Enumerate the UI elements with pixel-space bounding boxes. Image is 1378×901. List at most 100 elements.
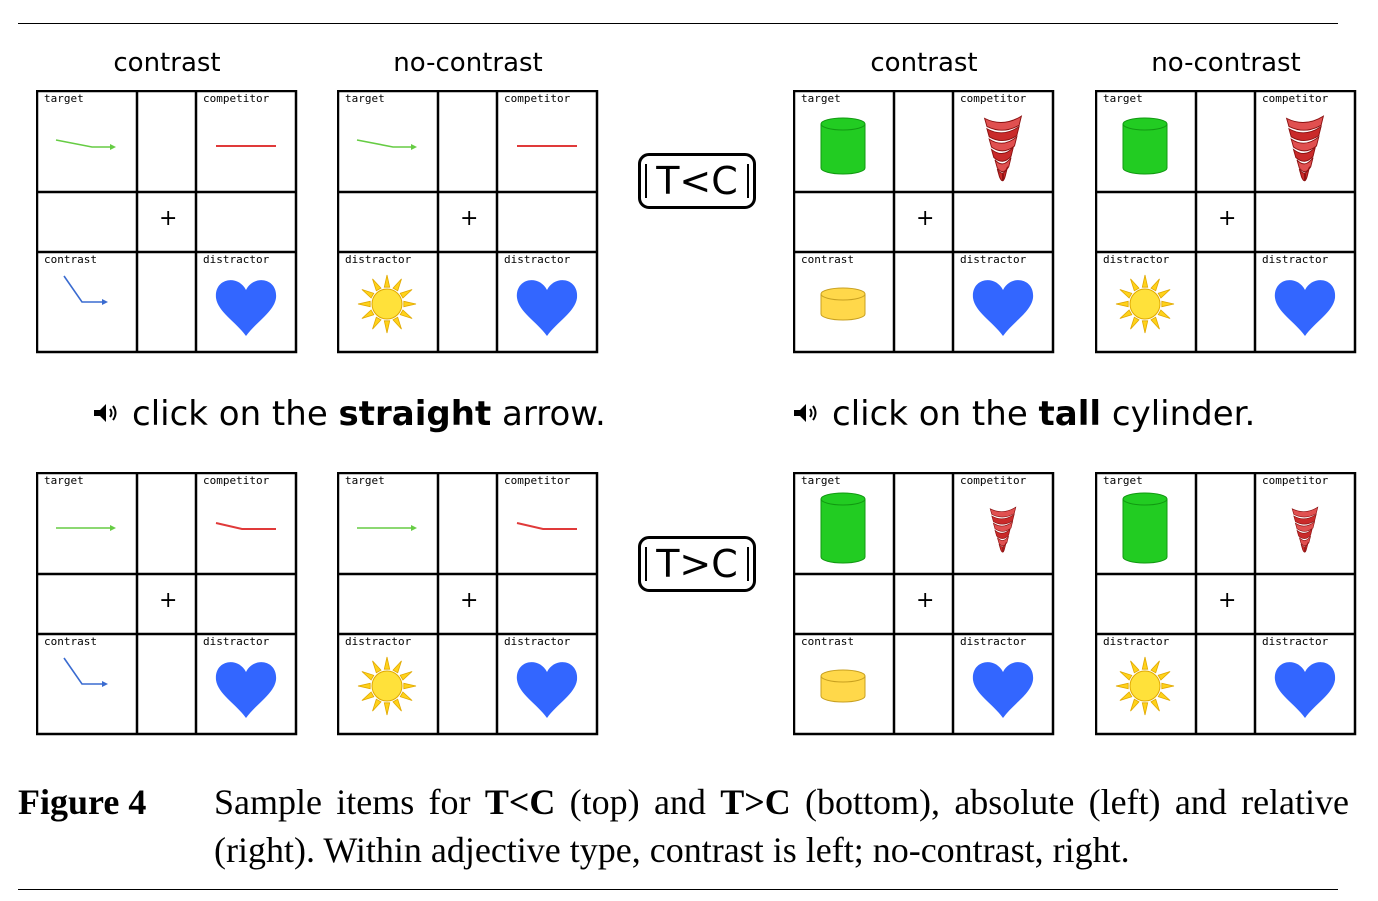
cell-label-target: target: [345, 474, 385, 487]
cell-label-distractor: distractor: [1103, 635, 1170, 648]
yellow-cylinder-icon[interactable]: [820, 287, 866, 321]
green-cylinder-icon[interactable]: [1122, 117, 1168, 175]
caption-text: Sample items for T<C (top) and T>C (bott…: [214, 778, 1349, 874]
caption-part: (top) and: [569, 782, 706, 822]
cell-label-competitor: competitor: [960, 474, 1027, 487]
green-cylinder-icon[interactable]: [820, 492, 866, 564]
blue-heart-icon[interactable]: [516, 280, 578, 336]
cell-label-target: target: [1103, 92, 1143, 105]
cell-label-distractor: distractor: [203, 635, 270, 648]
cell-label-competitor: competitor: [203, 92, 270, 105]
yellow-sun-icon[interactable]: [1115, 656, 1175, 716]
speaker-icon: [94, 403, 117, 422]
instruction-adjective: straight: [338, 394, 492, 434]
instruction-relative: click on the tall cylinder.: [792, 394, 1255, 434]
red-line-icon[interactable]: [215, 522, 276, 530]
fixation-cross: +: [916, 588, 935, 613]
display-grid: target competitor distractor distractor +: [1095, 90, 1357, 354]
cell-label-distractor: distractor: [504, 635, 571, 648]
caption-bold: T<C: [484, 782, 556, 822]
blue-heart-icon[interactable]: [1274, 280, 1336, 336]
cell-label-distractor: distractor: [1262, 635, 1329, 648]
display-grid: target competitor contrast distractor +: [36, 472, 298, 736]
cell-label-target: target: [44, 474, 84, 487]
blue-heart-icon[interactable]: [516, 662, 578, 718]
caption-part: (bottom), absolute (left) and relative (…: [214, 782, 1350, 870]
fixation-cross: +: [159, 588, 178, 613]
fixation-cross: +: [460, 206, 479, 231]
blue-heart-icon[interactable]: [215, 280, 277, 336]
header-contrast-absolute: contrast: [113, 48, 221, 78]
blue-bent-arrow-icon[interactable]: [63, 657, 108, 687]
cell-label-target: target: [801, 474, 841, 487]
cell-label-competitor: competitor: [1262, 92, 1329, 105]
cell-label-target: target: [44, 92, 84, 105]
bottom-rule: [18, 889, 1338, 890]
red-line-icon[interactable]: [516, 522, 577, 530]
header-contrast-relative: contrast: [870, 48, 978, 78]
cell-label-distractor: distractor: [960, 635, 1027, 648]
red-spiral-icon[interactable]: [983, 115, 1023, 182]
instruction-post: cylinder.: [1111, 394, 1256, 434]
speaker-icon: [794, 403, 817, 422]
cell-label-competitor: competitor: [504, 474, 571, 487]
display-grid: target competitor contrast distractor +: [36, 90, 298, 354]
cell-label-target: target: [801, 92, 841, 105]
cell-label-contrast: contrast: [44, 253, 97, 266]
cell-label-competitor: competitor: [203, 474, 270, 487]
caption-bold: T>C: [720, 782, 791, 822]
cell-label-distractor: distractor: [203, 253, 270, 266]
cell-label-competitor: competitor: [1262, 474, 1329, 487]
green-cylinder-icon[interactable]: [1122, 492, 1168, 564]
blue-heart-icon[interactable]: [972, 280, 1034, 336]
green-line-icon[interactable]: [356, 139, 417, 150]
fixation-cross: +: [1218, 588, 1237, 613]
display-grid: target competitor contrast distractor +: [793, 90, 1055, 354]
yellow-cylinder-icon[interactable]: [820, 669, 866, 703]
green-line-icon[interactable]: [55, 139, 116, 150]
caption-label: Figure 4: [18, 782, 147, 822]
cell-label-target: target: [1103, 474, 1143, 487]
green-line-icon[interactable]: [357, 525, 417, 531]
cell-label-contrast: contrast: [801, 253, 854, 266]
fixation-cross: +: [460, 588, 479, 613]
fixation-cross: +: [916, 206, 935, 231]
instruction-post: arrow.: [502, 394, 606, 434]
display-grid: target competitor contrast distractor +: [793, 472, 1055, 736]
cell-label-distractor: distractor: [345, 253, 412, 266]
instruction-adjective: tall: [1038, 394, 1102, 434]
fixation-cross: +: [159, 206, 178, 231]
display-grid: target competitor distractor distractor +: [1095, 472, 1357, 736]
blue-bent-arrow-icon[interactable]: [63, 275, 108, 305]
yellow-sun-icon[interactable]: [357, 274, 417, 334]
cell-label-competitor: competitor: [960, 92, 1027, 105]
yellow-sun-icon[interactable]: [357, 656, 417, 716]
red-spiral-icon[interactable]: [1285, 115, 1325, 182]
blue-heart-icon[interactable]: [1274, 662, 1336, 718]
cell-label-distractor: distractor: [504, 253, 571, 266]
cell-label-distractor: distractor: [345, 635, 412, 648]
green-line-icon[interactable]: [56, 525, 116, 531]
instruction-pre: click on the: [132, 394, 328, 434]
caption-part: Sample items for: [214, 782, 471, 822]
instruction-absolute: click on the straight arrow.: [92, 394, 606, 434]
cell-label-contrast: contrast: [44, 635, 97, 648]
top-rule: [18, 23, 1338, 24]
green-cylinder-icon[interactable]: [820, 117, 866, 175]
cell-label-competitor: competitor: [504, 92, 571, 105]
cell-label-distractor: distractor: [1103, 253, 1170, 266]
fixation-cross: +: [1218, 206, 1237, 231]
red-spiral-icon[interactable]: [1291, 506, 1319, 553]
cell-label-distractor: distractor: [960, 253, 1027, 266]
red-spiral-icon[interactable]: [989, 506, 1017, 553]
condition-bottom: T>C: [638, 536, 756, 592]
header-no-contrast-relative: no-contrast: [1151, 48, 1301, 78]
display-grid: target competitor distractor distractor +: [337, 472, 599, 736]
yellow-sun-icon[interactable]: [1115, 274, 1175, 334]
cell-label-contrast: contrast: [801, 635, 854, 648]
blue-heart-icon[interactable]: [972, 662, 1034, 718]
blue-heart-icon[interactable]: [215, 662, 277, 718]
header-no-contrast-absolute: no-contrast: [393, 48, 543, 78]
cell-label-distractor: distractor: [1262, 253, 1329, 266]
